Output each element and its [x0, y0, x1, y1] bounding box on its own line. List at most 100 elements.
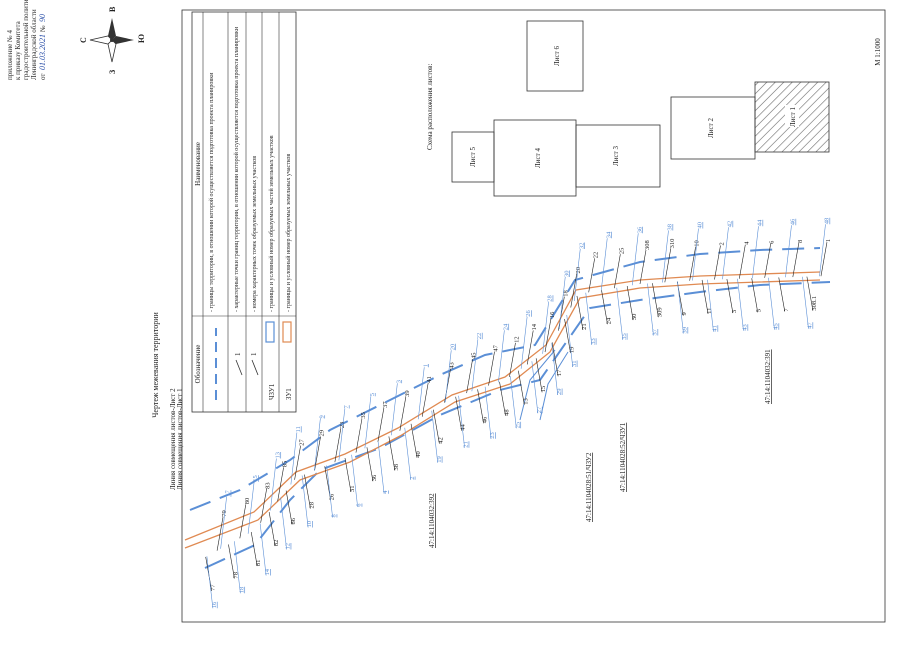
point-label: 15 [252, 475, 259, 482]
point-leader [518, 370, 525, 405]
point-label: 32 [578, 243, 585, 250]
point-leader [535, 358, 543, 393]
region-line: Ленинградской области [30, 9, 38, 80]
point-leader [466, 358, 473, 394]
point-label: 24 [502, 323, 509, 330]
point-label: 86 [290, 517, 297, 524]
point-leader [601, 290, 608, 325]
point-label: 31 [571, 361, 578, 368]
point-label: 6 [769, 240, 776, 244]
point-leader [391, 383, 398, 436]
point-leader [526, 330, 534, 365]
parcel-code-2: 47:14:1104028:51/ЧЗУ2 [585, 452, 593, 522]
date-prefix: от [39, 74, 47, 80]
point-label: 48 [824, 218, 831, 225]
point-label: 7 [783, 307, 790, 311]
point-leader [778, 277, 786, 312]
point-label: 17 [556, 369, 563, 376]
date-value: 01.03.2021 [38, 34, 47, 70]
point-label: 35 [621, 333, 628, 340]
scheme-title: Схема расположения листов: [426, 64, 434, 150]
compass-west: З [108, 70, 117, 74]
point-label: 19 [569, 347, 576, 354]
point-label: 45 [773, 323, 780, 330]
point-label: 8 [331, 514, 338, 517]
point-label: 35 [360, 412, 367, 419]
sheet-2-label: Лист 2 [707, 118, 715, 138]
point-label: 30 [631, 314, 638, 321]
territory-boundary [189, 247, 831, 569]
point-label: 13 [522, 398, 529, 405]
point-label: 46 [482, 416, 489, 423]
point-label: 39 [404, 390, 411, 397]
point-leader [639, 249, 647, 285]
sheet-6-label: Лист 6 [553, 46, 561, 66]
point-leader [509, 342, 516, 377]
point-label: 36 [371, 474, 378, 481]
point-leader [366, 447, 374, 482]
point-leader [477, 389, 484, 424]
point-label: 23 [489, 432, 496, 439]
point-label: 18 [562, 290, 569, 297]
point-leader [707, 279, 714, 332]
point-label: 19 [436, 456, 443, 463]
point-label: 78 [232, 572, 239, 579]
point-label: 309 [656, 307, 663, 317]
point-leader [417, 367, 425, 420]
point-leader [588, 258, 595, 293]
point-leader [314, 418, 321, 471]
point-label: 37 [652, 328, 659, 335]
point-leader [701, 279, 709, 314]
point-leader [388, 436, 396, 471]
legend-text-4: - границы и условный номер образуемых ча… [268, 135, 275, 312]
point-leader [631, 233, 639, 286]
point-leader [471, 339, 479, 392]
svg-text:1: 1 [234, 352, 242, 356]
point-leader [314, 436, 321, 471]
sheet-5-label: Лист 5 [469, 147, 477, 167]
legend-symbol-point: 1 [234, 352, 243, 376]
sheet-6-box [526, 20, 584, 92]
point-leader [626, 286, 634, 321]
point-label: 310 [669, 239, 676, 249]
point-label: 5 [369, 393, 376, 396]
point-leader [268, 512, 276, 547]
point-leader [585, 292, 593, 345]
point-label: 38 [667, 224, 674, 231]
point-leader [431, 410, 439, 463]
point-label: 2 [409, 477, 416, 480]
order-line: к приказу Комитета [14, 20, 22, 80]
point-leader [689, 246, 696, 281]
point-label: 28 [308, 502, 315, 509]
point-label: 17 [225, 490, 232, 497]
point-label: 12 [513, 336, 520, 343]
point-leader [220, 496, 227, 549]
point-label: 10 [694, 240, 701, 247]
legend-symbol-orange-parcel: ЗУ1 [282, 321, 293, 400]
point-label: 41 [426, 376, 433, 383]
legend-col-symbol: Обозначение [194, 345, 202, 384]
point-leader [206, 556, 214, 609]
point-leader [544, 318, 552, 353]
point-label: 47 [493, 344, 500, 351]
svg-text:ЧЗУ1: ЧЗУ1 [268, 383, 276, 400]
point-labels-black: 7779788081838285862728292623313536373839… [205, 239, 832, 591]
point-label: 10 [306, 521, 313, 528]
point-label: 46 [790, 218, 797, 225]
point-label: 33 [590, 338, 597, 345]
point-label: 2 [718, 242, 725, 245]
point-leader [752, 226, 759, 279]
drawing-frame [181, 9, 886, 623]
point-label: 14 [531, 323, 538, 330]
point-label: 9 [318, 415, 325, 418]
point-label: 42 [437, 437, 444, 444]
point-label: 26 [329, 493, 336, 500]
point-leader [802, 276, 809, 329]
point-label: 21 [463, 441, 470, 448]
point-label: 83 [265, 482, 272, 489]
point-label: 25 [514, 422, 521, 429]
point-label: 40 [697, 222, 704, 229]
point-leader [270, 458, 277, 511]
point-label: 44 [757, 219, 764, 226]
point-leader [806, 276, 814, 311]
